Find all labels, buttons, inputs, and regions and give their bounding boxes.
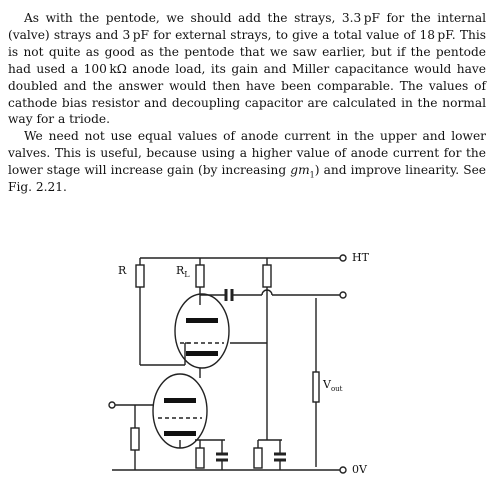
- paragraph-2: We need not use equal values of anode cu…: [8, 128, 486, 196]
- gm-subscript: 1: [309, 170, 315, 180]
- label-vout-sub: out: [330, 385, 343, 394]
- zero-volt-terminal: [339, 466, 347, 474]
- input-terminal: [108, 401, 116, 409]
- label-0v: 0V: [352, 463, 367, 476]
- gm-symbol: gm: [290, 163, 310, 178]
- upper-valve: [174, 293, 230, 369]
- lower-valve: [152, 373, 208, 449]
- cathode-resistor: [195, 447, 205, 469]
- lower-cathode: [164, 431, 196, 436]
- lower-anode: [164, 398, 196, 403]
- label-ht: HT: [352, 251, 369, 264]
- label-r: R: [118, 264, 127, 277]
- rl-resistor: [195, 264, 205, 288]
- upper-anode: [186, 318, 218, 323]
- vout-box: [312, 371, 320, 403]
- label-rl: RL: [176, 264, 190, 279]
- paragraph-1: As with the pentode, we should add the s…: [8, 10, 486, 128]
- upper-cathode: [186, 351, 218, 356]
- bias-resistor: [262, 264, 272, 288]
- label-rl-sub: L: [184, 270, 190, 280]
- paragraph-1-text: As with the pentode, we should add the s…: [8, 11, 486, 127]
- decouple-resistor: [253, 447, 263, 469]
- label-rl-main: R: [176, 264, 185, 277]
- label-vout-main: V: [323, 378, 331, 391]
- r-resistor: [135, 264, 145, 288]
- label-vout: Vout: [323, 378, 343, 393]
- output-terminal: [339, 291, 347, 299]
- input-resistor: [130, 427, 140, 451]
- ht-terminal: [339, 254, 347, 262]
- paragraph-2-text-end: ) and improve linearity. See Fig. 2.21.: [8, 163, 486, 195]
- body-text: As with the pentode, we should add the s…: [8, 10, 486, 196]
- paragraph-2-text-start: We need not use equal values of anode cu…: [8, 129, 486, 178]
